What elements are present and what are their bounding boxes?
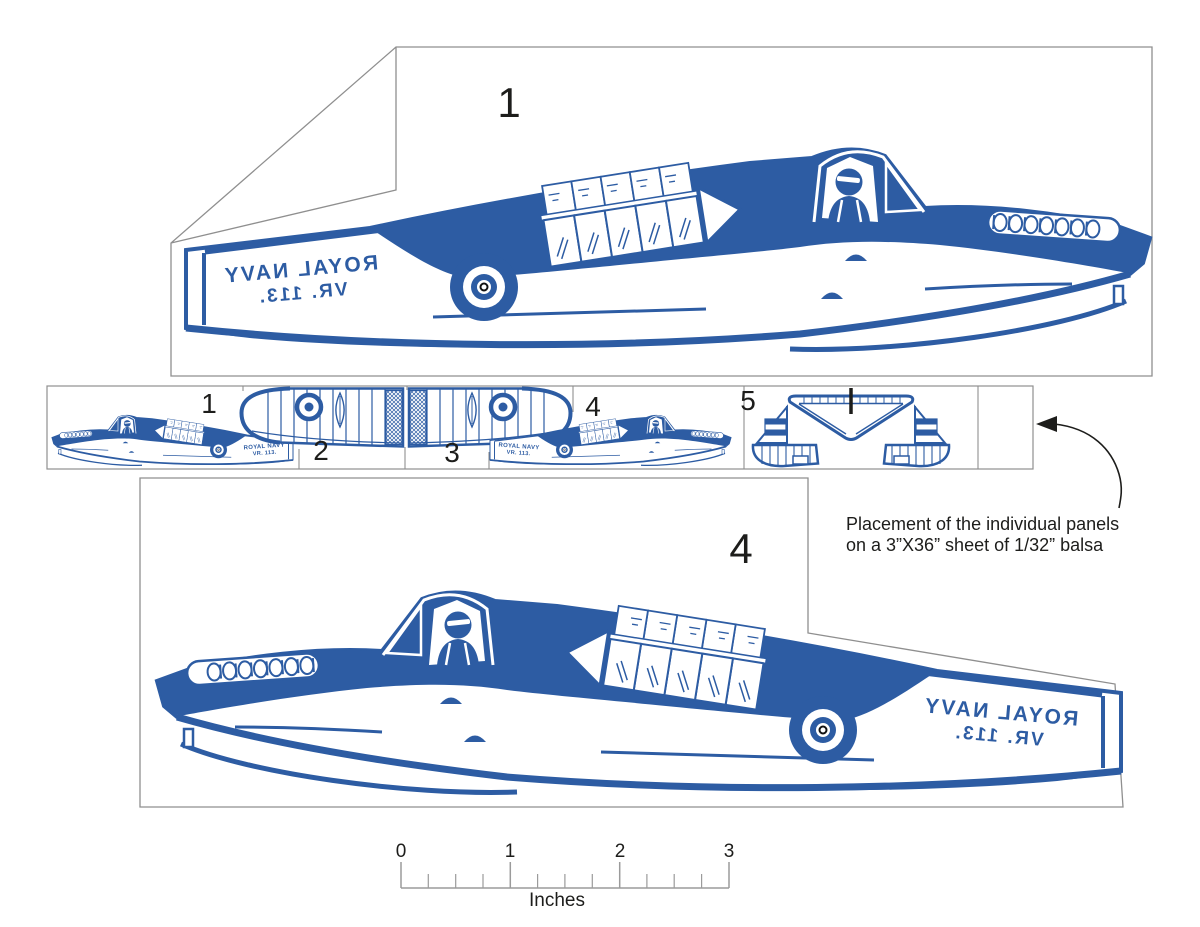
- strip-dividers: [242, 386, 979, 469]
- callout-curve: [1053, 423, 1123, 509]
- annotation-line-2: on a 3”X36” sheet of 1/32” balsa: [846, 535, 1104, 555]
- scale-ruler: 0 1 2 3 Inches: [396, 841, 735, 911]
- mini-text-line2: VR. 113.: [506, 450, 530, 458]
- annotation-line-1: Placement of the individual panels: [846, 514, 1119, 534]
- ruler-major-ticks: [400, 862, 730, 888]
- panel-1: 1 ROYAL NAVY VR. 113.: [170, 46, 1153, 377]
- mini-text-line1: ROYAL NAVY: [243, 443, 285, 452]
- ruler-tick-label-1: 1: [505, 841, 516, 862]
- panel-1-outline: [170, 46, 1153, 377]
- ruler-tick-label-0: 0: [396, 841, 407, 862]
- strip-panel-5-tail-drawing: [751, 388, 951, 468]
- strip-panel-4-text: ROYAL NAVY VR. 113.: [498, 443, 540, 458]
- strip-label-1: 1: [201, 388, 217, 419]
- panel-4-outline: [139, 477, 1124, 808]
- strip-label-4: 4: [585, 391, 601, 422]
- balsa-sheet-strip: ROYAL NAVY VR. 113. ROYAL NAVY VR. 113. …: [46, 385, 1034, 470]
- mini-text-line2: VR. 113.: [253, 450, 277, 458]
- ruler-tick-label-2: 2: [615, 841, 626, 862]
- ruler-tick-label-3: 3: [724, 841, 735, 862]
- stabilizer-outline: [787, 394, 915, 441]
- strip-label-2: 2: [313, 435, 329, 466]
- mini-text-line1: ROYAL NAVY: [498, 443, 540, 452]
- ruler-minor-ticks: [427, 874, 703, 888]
- callout-arrow-icon: [1036, 416, 1057, 432]
- fuselage-side-4-drawing: [157, 592, 1121, 792]
- panel-1-number: 1: [497, 79, 520, 126]
- stabilizer-ribs: [803, 396, 901, 403]
- callout: Placement of the individual panels on a …: [846, 416, 1123, 555]
- strip-panel-1-text: ROYAL NAVY VR. 113.: [243, 443, 285, 458]
- panel-4: 4 ROYAL NAVY VR. 113.: [139, 477, 1124, 808]
- panel-4-number: 4: [729, 525, 752, 572]
- strip-label-5: 5: [740, 385, 756, 416]
- fuselage-side-1-drawing: [186, 149, 1150, 349]
- ruler-unit-label: Inches: [529, 890, 585, 911]
- strip-label-3: 3: [444, 437, 460, 468]
